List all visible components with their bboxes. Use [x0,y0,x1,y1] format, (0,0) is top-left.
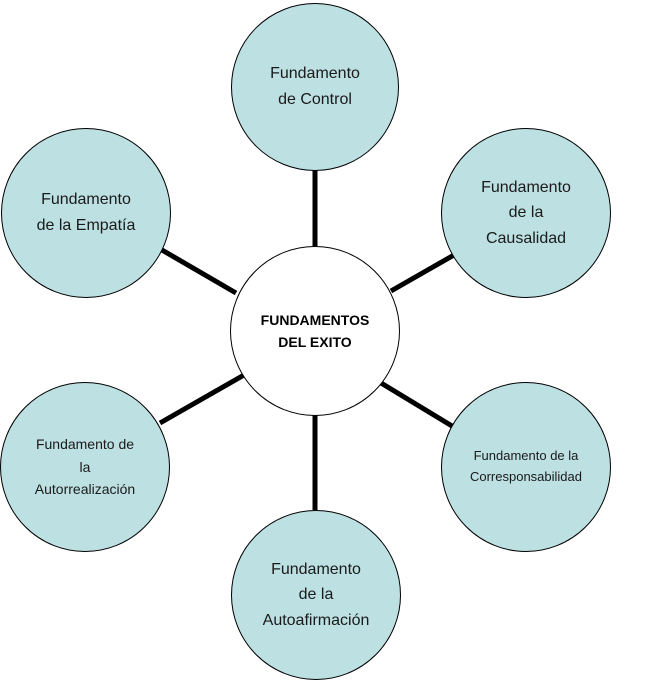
node-autoafirmacion-line2: de la [298,586,334,604]
node-empatia: Fundamento de la Empatía [1,128,171,298]
node-empatia-line1: Fundamento [41,191,131,209]
center-line2: DEL EXITO [278,334,352,350]
node-causalidad-line1: Fundamento [481,178,571,196]
node-autorrealizacion-line1: Fundamento de [35,436,135,453]
node-corresponsabilidad-line1: Fundamento de la [473,448,579,464]
center-node: FUNDAMENTOS DEL EXITO [230,246,400,416]
node-autoafirmacion: Fundamento de la Autoafirmación [231,510,401,680]
node-autoafirmacion-line1: Fundamento [271,560,361,578]
node-control: Fundamento de Control [231,3,399,171]
node-causalidad-line3: Causalidad [485,229,567,247]
node-control-line1: Fundamento [270,65,360,83]
node-corresponsabilidad-line2: Corresponsabilidad [469,469,582,484]
node-autorrealizacion: Fundamento de la Autorrealización [0,382,170,552]
node-causalidad-line2: de la [508,204,544,222]
connector-causalidad [389,252,456,294]
node-causalidad: Fundamento de la Causalidad [441,128,611,298]
node-autorrealizacion-line3: Autorrealización [34,481,136,498]
node-corresponsabilidad: Fundamento de la Corresponsabilidad [441,382,611,552]
node-autorrealizacion-line2: la [79,458,91,475]
connector-empatia [160,247,238,296]
center-line1: FUNDAMENTOS [260,311,370,328]
connector-autorrealizacion [158,372,246,426]
node-autoafirmacion-line3: Autoafirmación [262,611,370,629]
node-empatia-line2: de la Empatía [36,217,136,234]
node-control-line2: de Control [278,91,352,108]
connector-corresponsabilidad [379,380,454,429]
